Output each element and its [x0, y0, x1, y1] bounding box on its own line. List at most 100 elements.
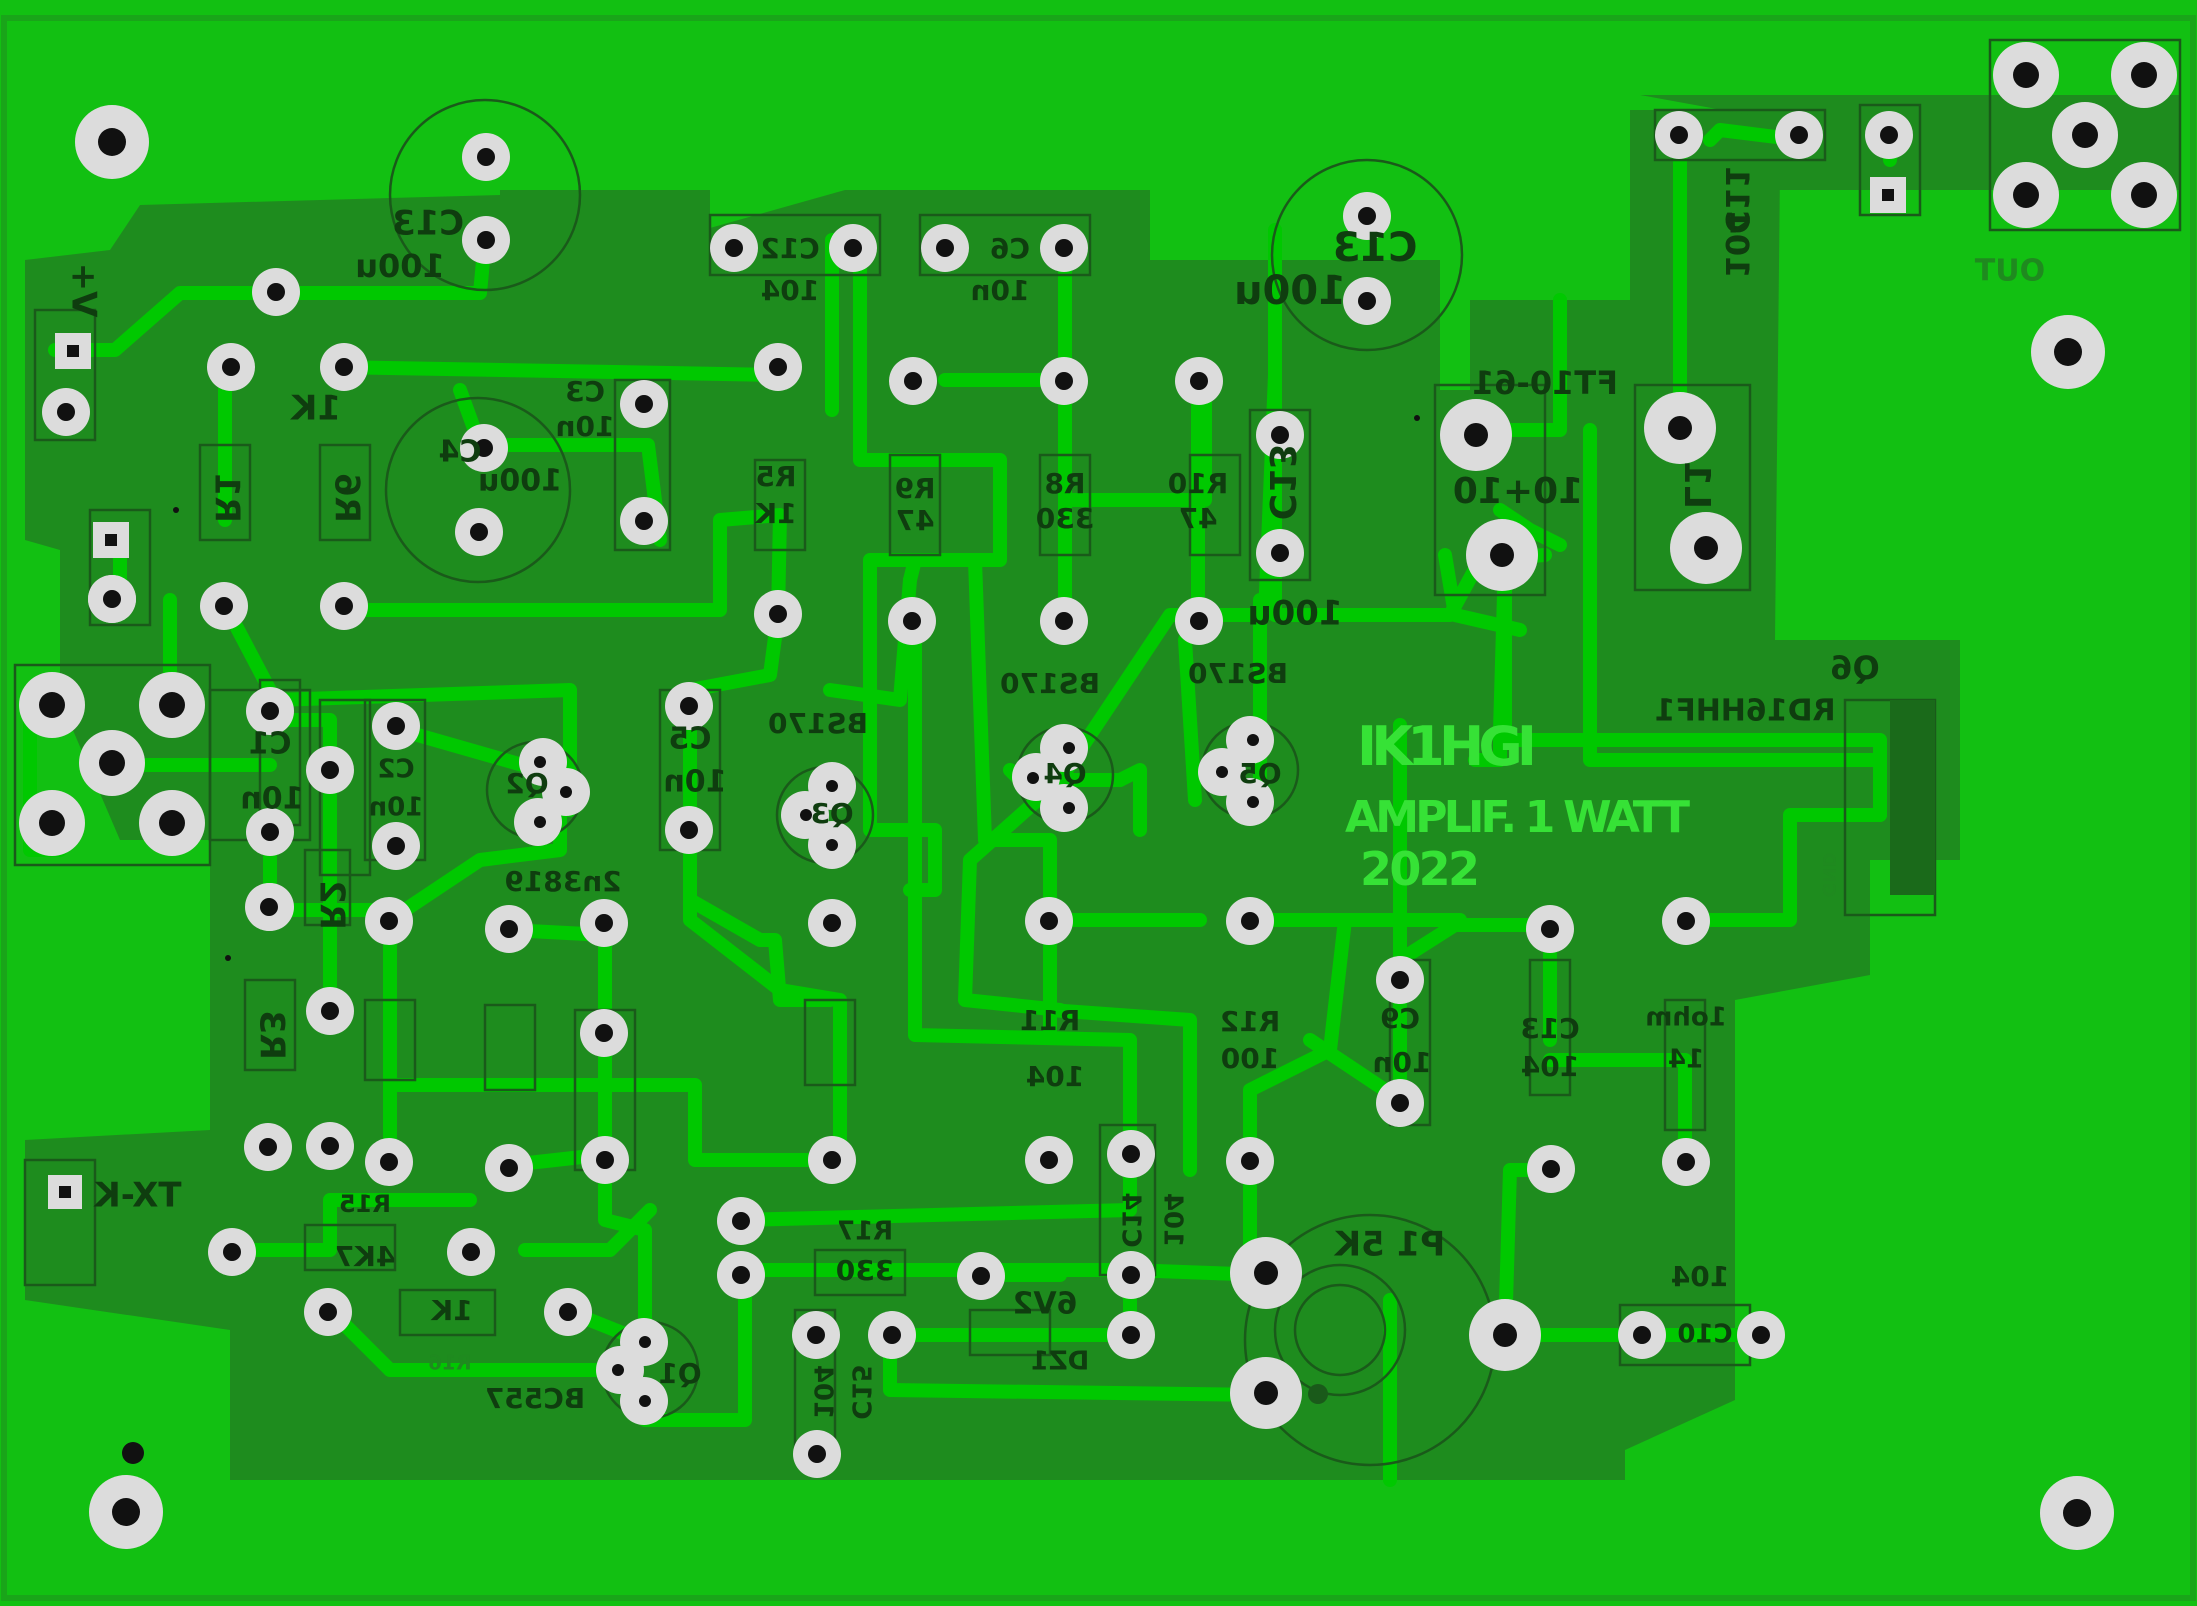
pad-hole	[260, 898, 278, 916]
label-r9-val: 47	[896, 504, 935, 537]
label-ohm-val: 14	[1668, 1045, 1704, 1075]
label-r2: R2	[312, 880, 352, 930]
label-c4-val: 100u	[478, 464, 562, 499]
transistor-pad-hole	[1063, 802, 1075, 814]
label-r10: R10	[1168, 467, 1229, 500]
pad-hole	[380, 912, 398, 930]
label-txk: TX-K	[93, 1176, 182, 1216]
label-r9: R9	[894, 472, 935, 505]
label-c15-val: 104	[808, 1365, 838, 1419]
pad-hole	[1122, 1266, 1140, 1284]
pad-hole	[261, 702, 279, 720]
pad-hole	[972, 1267, 990, 1285]
label-c13-top: C13	[1332, 225, 1417, 271]
label-r1-val: 1K	[289, 389, 341, 429]
label-c10-val: 104	[1671, 1260, 1729, 1293]
pad-hole	[387, 837, 405, 855]
pad-hole	[1880, 126, 1898, 144]
label-r16: R16	[428, 1351, 471, 1375]
label-c1-val: 10n	[240, 782, 303, 817]
label-q3: Q3	[810, 797, 853, 830]
transistor-pad-hole	[826, 780, 838, 792]
label-c13-bot: C13	[1520, 1012, 1580, 1045]
pad-hole	[1271, 544, 1289, 562]
label-q5: Q5	[1238, 757, 1281, 790]
pad-hole	[1633, 1326, 1651, 1344]
title-callsign: IK1HGI	[1357, 715, 1537, 778]
pad-hole	[215, 597, 233, 615]
label-ohm: 1ohm	[1645, 1003, 1727, 1033]
label-r11: R11	[1020, 1004, 1081, 1037]
title-desc: AMPLIF. 1 WATT	[1345, 792, 1690, 843]
board-edge	[1, 15, 2196, 1601]
label-c5-val: 10n	[663, 765, 726, 800]
label-r1: R1	[207, 473, 247, 523]
pad-hole	[1190, 372, 1208, 390]
pad-hole	[1358, 207, 1376, 225]
pad-hole	[844, 239, 862, 257]
pad-hole	[559, 1303, 577, 1321]
label-c10: C10	[1677, 1320, 1732, 1350]
pad-hole	[1241, 912, 1259, 930]
label-c13-bot-val: 104	[1521, 1050, 1579, 1083]
pad-hole	[1040, 912, 1058, 930]
pad-hole	[1541, 920, 1559, 938]
pad-hole	[267, 283, 285, 301]
transistor-pad-hole	[1247, 734, 1259, 746]
label-c14: C14	[1116, 1192, 1146, 1247]
pad-hole	[223, 1243, 241, 1261]
pad-hole	[321, 1137, 339, 1155]
transistor-pad-hole	[826, 839, 838, 851]
transistor-pad-hole	[534, 756, 546, 768]
pad-hole	[883, 1326, 901, 1344]
pad-hole	[596, 1151, 614, 1169]
label-c12-val: 104	[761, 274, 819, 307]
label-c13-mid: C13	[1261, 444, 1302, 521]
label-c11-val: 104	[1718, 212, 1756, 279]
pad-hole	[57, 403, 75, 421]
transistor-pad-hole	[1247, 796, 1259, 808]
label-r17-val: 330	[836, 1254, 894, 1287]
label-c1: C1	[249, 727, 292, 762]
pad-hole	[732, 1266, 750, 1284]
pad-hole	[635, 395, 653, 413]
label-q6-type: RD16HHF1	[1654, 694, 1835, 729]
pad-hole	[380, 1153, 398, 1171]
pad-hole	[732, 1212, 750, 1230]
pad-hole	[904, 372, 922, 390]
label-p1: P1 5K	[1333, 1225, 1445, 1265]
label-r10-val: 47	[1179, 502, 1218, 535]
label-q6: Q6	[1830, 649, 1879, 687]
label-r17: R17	[837, 1217, 893, 1247]
label-c9: C9	[1380, 1002, 1420, 1035]
pad-hole	[1122, 1326, 1140, 1344]
pad-hole	[387, 717, 405, 735]
label-q1: Q1	[658, 1357, 701, 1390]
label-r8-val: 330	[1036, 502, 1094, 535]
pad-hole	[321, 761, 339, 779]
label-c3: C3	[565, 375, 605, 408]
label-out: OUT	[1974, 254, 2045, 289]
pad-hole	[335, 358, 353, 376]
label-q2: Q2	[505, 767, 548, 800]
pad-hole	[823, 1151, 841, 1169]
label-c13-left: C13	[392, 204, 464, 244]
transistor-pad-hole	[1216, 766, 1228, 778]
pads	[19, 42, 2177, 1550]
pad-hole	[1391, 1094, 1409, 1112]
pad-hole	[1271, 426, 1289, 444]
pad-hole	[1040, 1151, 1058, 1169]
pad-hole	[1241, 1152, 1259, 1170]
std-pads	[42, 111, 1913, 1478]
label-dz-val: 6V2	[1013, 1287, 1078, 1322]
pad-hole	[222, 358, 240, 376]
pad-hole	[903, 612, 921, 630]
label-c13-mid-val: 100u	[1247, 594, 1342, 634]
pad-hole	[1677, 1153, 1695, 1171]
pad-hole	[1358, 292, 1376, 310]
large-pad	[1230, 392, 1742, 1429]
transistor-pad-hole	[639, 1336, 651, 1348]
pad-hole	[595, 914, 613, 932]
